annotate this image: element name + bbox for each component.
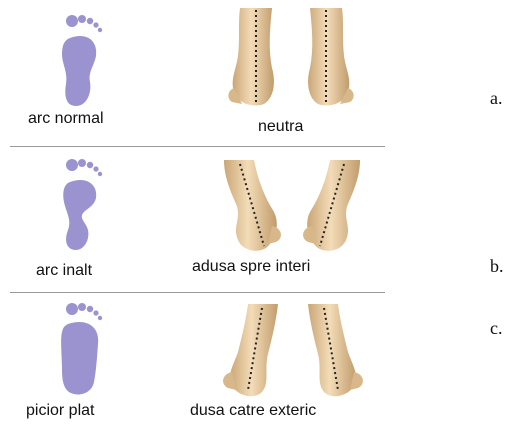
normal-arch-label: arc normal xyxy=(28,110,104,128)
flat-foot-label: picior plat xyxy=(26,402,94,420)
high-arch-footprint-icon xyxy=(52,156,112,256)
separator-1 xyxy=(10,146,385,147)
neutral-label: neutra xyxy=(258,118,303,136)
outward-ankles-illustration xyxy=(218,304,368,400)
letter-c: c. xyxy=(490,318,503,339)
outward-label: dusa catre exteric xyxy=(190,402,316,420)
normal-arch-footprint-icon xyxy=(52,12,112,112)
inward-label-clip: adusa spre interi xyxy=(192,258,385,280)
separator-2 xyxy=(10,292,385,293)
letter-a: a. xyxy=(490,88,503,109)
outward-label-clip: dusa catre exteric xyxy=(190,402,385,424)
inward-label: adusa spre interi xyxy=(192,258,310,276)
inward-ankles-illustration xyxy=(218,160,368,260)
letter-b: b. xyxy=(490,256,504,277)
high-arch-label: arc inalt xyxy=(36,262,92,280)
neutral-ankles-illustration xyxy=(222,8,362,110)
flat-foot-footprint-icon xyxy=(52,300,112,400)
